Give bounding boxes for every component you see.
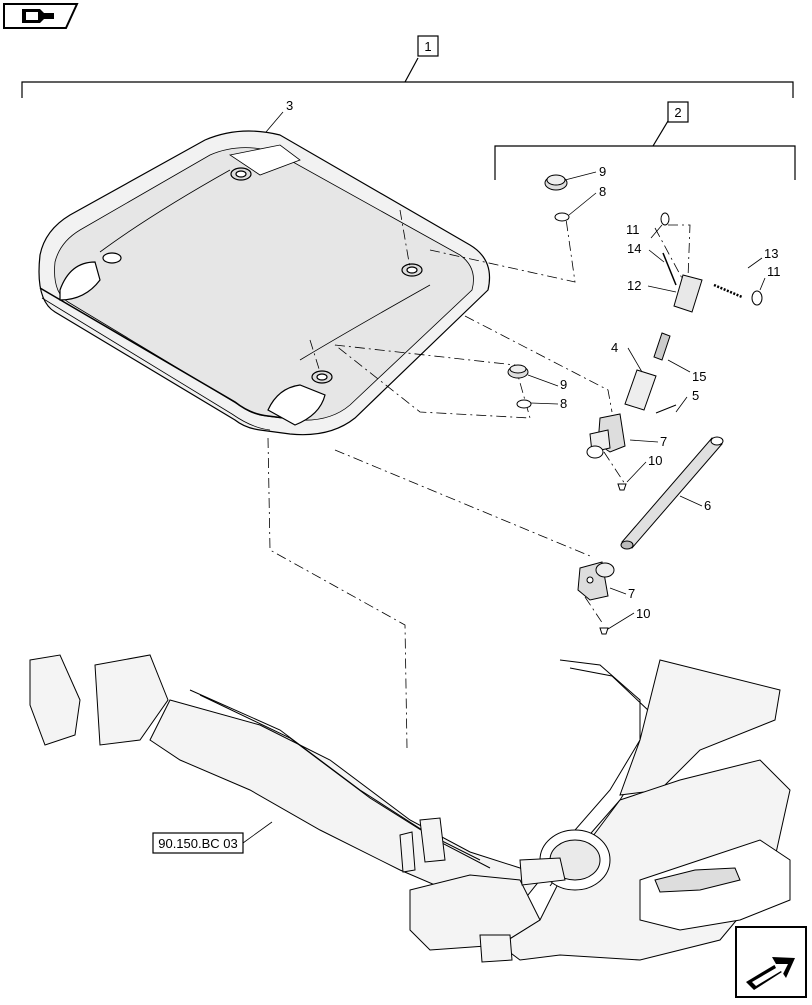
callout-box-1[interactable]: 1	[417, 35, 439, 57]
assembly-centerlines	[267, 209, 691, 749]
callout-8-label-bottom[interactable]: 8	[560, 396, 567, 411]
callout-12-label[interactable]: 12	[627, 278, 641, 293]
callout-3-label[interactable]: 3	[286, 98, 293, 113]
callout-box-2[interactable]: 2	[667, 101, 689, 123]
callout-15-label[interactable]: 15	[692, 369, 706, 384]
callout-11-label-left[interactable]: 11	[626, 222, 640, 237]
latch-parts	[624, 212, 763, 414]
callout-8-label-top[interactable]: 8	[599, 184, 606, 199]
assembly-bracket-1	[21, 57, 794, 98]
plug-cap-bottom	[507, 364, 532, 409]
cross-reference-label: 90.150.BC 03	[158, 836, 238, 851]
next-page-arrow-icon[interactable]	[735, 926, 807, 998]
hinge-upper	[586, 413, 627, 491]
callout-9-label-top[interactable]: 9	[599, 164, 606, 179]
callout-10-label-lower[interactable]: 10	[636, 606, 650, 621]
callout-7-label-lower[interactable]: 7	[628, 586, 635, 601]
callout-7-label-upper[interactable]: 7	[660, 434, 667, 449]
callout-2-label: 2	[674, 105, 681, 120]
callout-9-label-bottom[interactable]: 9	[560, 377, 567, 392]
callout-4-label[interactable]: 4	[611, 340, 618, 355]
callout-13-label[interactable]: 13	[764, 246, 778, 261]
callout-10-label-upper[interactable]: 10	[648, 453, 662, 468]
hinge-lower	[577, 561, 615, 635]
callout-11-label-right[interactable]: 11	[767, 264, 781, 279]
book-icon[interactable]	[3, 3, 79, 29]
callout-1-label: 1	[424, 39, 431, 54]
support-rod	[620, 436, 724, 550]
callout-5-label[interactable]: 5	[692, 388, 699, 403]
roof-panel	[38, 111, 491, 436]
callout-14-label[interactable]: 14	[627, 241, 641, 256]
assembly-bracket-2	[494, 120, 796, 180]
cab-frame	[29, 654, 791, 963]
plug-cap-top	[544, 174, 570, 222]
cross-reference-box[interactable]: 90.150.BC 03	[152, 832, 244, 854]
callout-6-label[interactable]: 6	[704, 498, 711, 513]
